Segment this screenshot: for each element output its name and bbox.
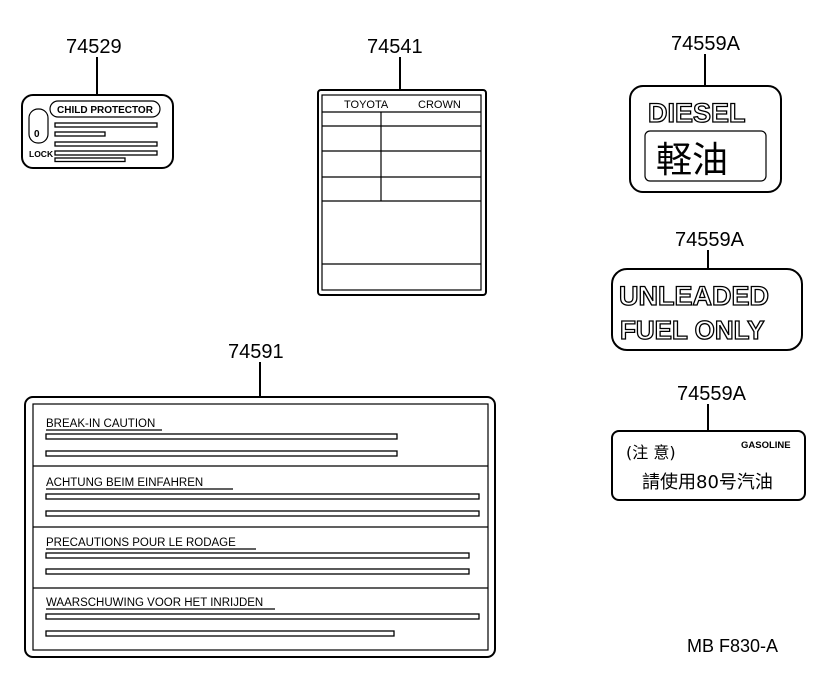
gasoline-text: GASOLINE — [741, 440, 791, 451]
section-heading-fr: PRECAUTIONS POUR LE RODAGE — [46, 537, 236, 549]
break-in-label-group: 74591 BREAK-IN CAUTION ACHTUNG BEIM EINF… — [24, 341, 496, 658]
gasoline-cn-label-group: 74559A (注 意) GASOLINE 請使用80号汽油 — [611, 383, 806, 501]
instruction-text: 請使用80号汽油 — [642, 472, 773, 493]
text-bar — [45, 493, 480, 500]
part-number-74529: 74529 — [66, 36, 122, 58]
text-bar — [54, 141, 158, 147]
text-bar — [45, 568, 470, 575]
unleaded-line2: FUEL ONLY — [620, 315, 764, 345]
child-protector-title-frame — [49, 100, 161, 118]
lock-label: LOCK — [29, 149, 54, 159]
gasoline-cn-plate — [611, 430, 806, 501]
text-bar — [54, 157, 126, 163]
text-bar — [54, 122, 158, 128]
part-number-74559a-unleaded: 74559A — [675, 229, 745, 251]
text-bar — [45, 552, 470, 559]
brand-name: TOYOTA — [344, 99, 389, 111]
child-protector-label-group: 74529 CHILD PROTECTOR 0 LOCK — [21, 36, 174, 169]
model-plate-group: 74541 TOYOTA CROWN — [317, 36, 487, 296]
text-bar — [45, 450, 398, 457]
text-bar — [45, 613, 480, 620]
diesel-jp-frame — [644, 130, 767, 182]
figure-code: MB F830-A — [687, 636, 778, 656]
part-number-74591: 74591 — [228, 341, 284, 363]
text-bar — [54, 131, 106, 137]
part-number-74559a-diesel: 74559A — [671, 33, 741, 55]
section-heading-en: BREAK-IN CAUTION — [46, 418, 155, 430]
text-bar — [54, 150, 158, 156]
unleaded-plate — [611, 268, 803, 351]
section-heading-nl: WAARSCHUWING VOOR HET INRIJDEN — [46, 597, 263, 609]
diesel-jp-text: 軽油 — [656, 140, 728, 181]
part-number-74541: 74541 — [367, 36, 423, 58]
unleaded-line1: UNLEADED — [619, 281, 769, 311]
model-name: CROWN — [418, 99, 461, 111]
diesel-plate — [629, 85, 782, 193]
section-heading-de: ACHTUNG BEIM EINFAHREN — [46, 477, 203, 489]
child-protector-title: CHILD PROTECTOR — [57, 105, 154, 116]
part-number-74559a-gasoline: 74559A — [677, 383, 747, 405]
lock-switch-icon — [28, 108, 49, 144]
text-bar — [45, 510, 480, 517]
text-bar — [45, 433, 398, 440]
diesel-text: DIESEL — [648, 98, 746, 128]
model-plate-inner — [321, 94, 482, 291]
unleaded-label-group: 74559A UNLEADED FUEL ONLY — [611, 229, 803, 351]
model-plate-outer — [317, 89, 487, 296]
lock-mark: 0 — [34, 129, 40, 140]
diesel-label-group: 74559A DIESEL 軽油 — [629, 33, 782, 193]
text-bar — [45, 630, 395, 637]
caution-text: (注 意) — [626, 443, 676, 462]
